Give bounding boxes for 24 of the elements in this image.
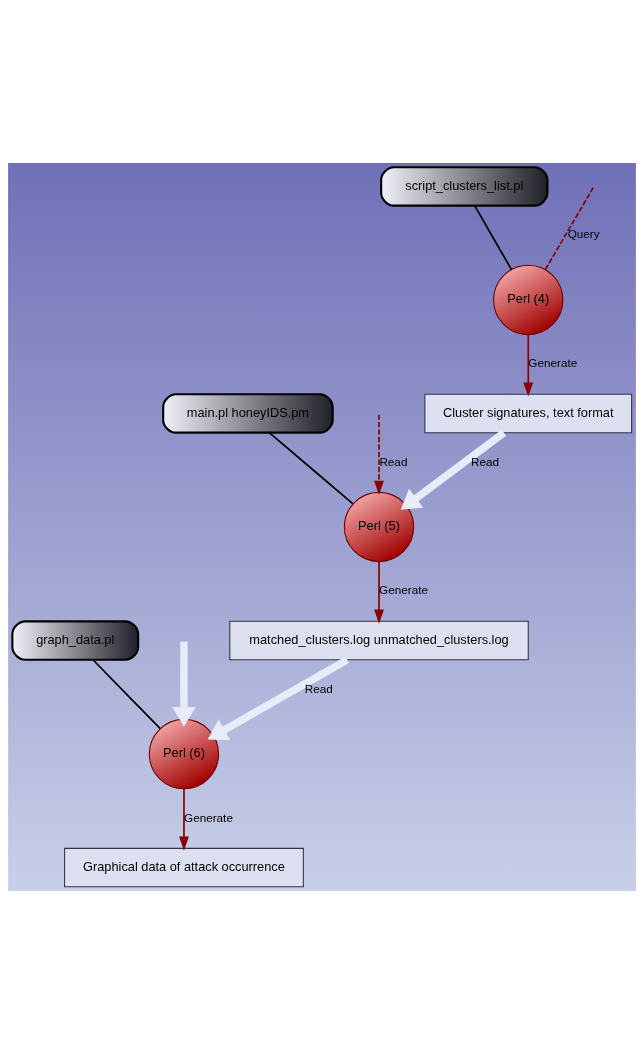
edge-label: Read xyxy=(304,681,333,695)
edge-label: Read xyxy=(471,454,500,467)
arrow xyxy=(374,560,384,624)
node-box: graph_data.pl xyxy=(11,619,140,661)
edge-label: Read xyxy=(379,454,408,467)
edge-label: Generate xyxy=(528,355,578,369)
node-box: Graphical data of attack occurrence xyxy=(64,847,304,887)
node-circle: Perl (5) xyxy=(343,491,415,562)
arrow xyxy=(374,413,384,495)
connector xyxy=(474,204,513,270)
node-box: matched_clusters.log unmatched_clusters.log xyxy=(229,620,529,660)
arrow xyxy=(179,787,189,851)
connector xyxy=(92,658,162,730)
node-box: Cluster signatures, text format xyxy=(424,393,633,433)
connector xyxy=(544,186,595,270)
node-circle: Perl (4) xyxy=(493,264,564,335)
arrow xyxy=(207,656,350,740)
node-box: script_clusters_list.pl xyxy=(380,165,549,207)
arrow xyxy=(400,429,507,510)
edge-label: Query xyxy=(567,226,600,240)
arrow xyxy=(523,333,534,397)
node-circle: Perl (6) xyxy=(148,718,220,789)
connector xyxy=(268,431,354,504)
node-box: main.pl honeyIDS.pm xyxy=(162,392,334,434)
